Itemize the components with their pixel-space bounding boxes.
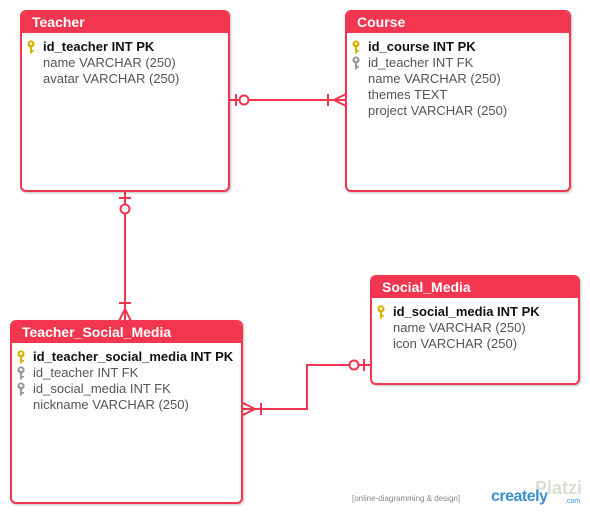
entity-field: id_social_media INT FK (12, 381, 241, 397)
entity-field: id_teacher INT FK (347, 55, 569, 71)
field-label: name VARCHAR (250) (368, 71, 501, 86)
entity-field: project VARCHAR (250) (347, 103, 569, 119)
relationship-teacher-course (230, 93, 347, 107)
field-label: project VARCHAR (250) (368, 103, 508, 118)
entity-field: id_teacher_social_media INT PK (12, 349, 241, 365)
gold-key-icon (376, 305, 386, 319)
entity-title: Course (347, 12, 569, 33)
field-label: avatar VARCHAR (250) (43, 71, 180, 86)
field-label: id_teacher INT PK (43, 39, 155, 54)
field-label: icon VARCHAR (250) (393, 336, 518, 351)
gray-key-icon (16, 366, 26, 380)
gray-key-icon (16, 382, 26, 396)
gold-key-icon (26, 40, 36, 54)
field-label: name VARCHAR (250) (43, 55, 176, 70)
entity-field: id_teacher INT PK (22, 39, 228, 55)
relationship-socialmedia-tsm (242, 359, 371, 416)
field-label: id_social_media INT PK (393, 304, 540, 319)
creately-logo[interactable]: creately (491, 488, 548, 505)
entity-title: Teacher (22, 12, 228, 33)
gold-key-icon (351, 40, 361, 54)
gold-key-icon (16, 350, 26, 364)
entity-field: themes TEXT (347, 87, 569, 103)
watermark-logo: Platzi (535, 478, 583, 498)
entity-teacher-social-media[interactable]: Teacher_Social_Media id_teacher_social_m… (10, 320, 243, 504)
field-label: id_teacher INT FK (33, 365, 139, 380)
field-label: id_teacher_social_media INT PK (33, 349, 234, 364)
field-label: id_teacher INT FK (368, 55, 474, 70)
field-label: id_social_media INT FK (33, 381, 171, 396)
entity-title: Social_Media (372, 277, 578, 298)
entity-field: name VARCHAR (250) (372, 320, 578, 336)
entity-field: name VARCHAR (250) (22, 55, 228, 71)
entity-title: Teacher_Social_Media (12, 322, 241, 343)
relationship-teacher-tsm (118, 192, 132, 322)
creately-logo-suffix: .com (565, 498, 581, 505)
entity-field: nickname VARCHAR (250) (12, 397, 241, 413)
entity-field: avatar VARCHAR (250) (22, 71, 228, 87)
entity-field: id_course INT PK (347, 39, 569, 55)
field-label: name VARCHAR (250) (393, 320, 526, 335)
gray-key-icon (351, 56, 361, 70)
field-label: id_course INT PK (368, 39, 476, 54)
entity-field: id_teacher INT FK (12, 365, 241, 381)
footer-tagline: [online-diagramming & design] (352, 494, 461, 503)
entity-field: icon VARCHAR (250) (372, 336, 578, 352)
entity-field: id_social_media INT PK (372, 304, 578, 320)
entity-field: name VARCHAR (250) (347, 71, 569, 87)
field-label: nickname VARCHAR (250) (33, 397, 189, 412)
field-label: themes TEXT (368, 87, 448, 102)
